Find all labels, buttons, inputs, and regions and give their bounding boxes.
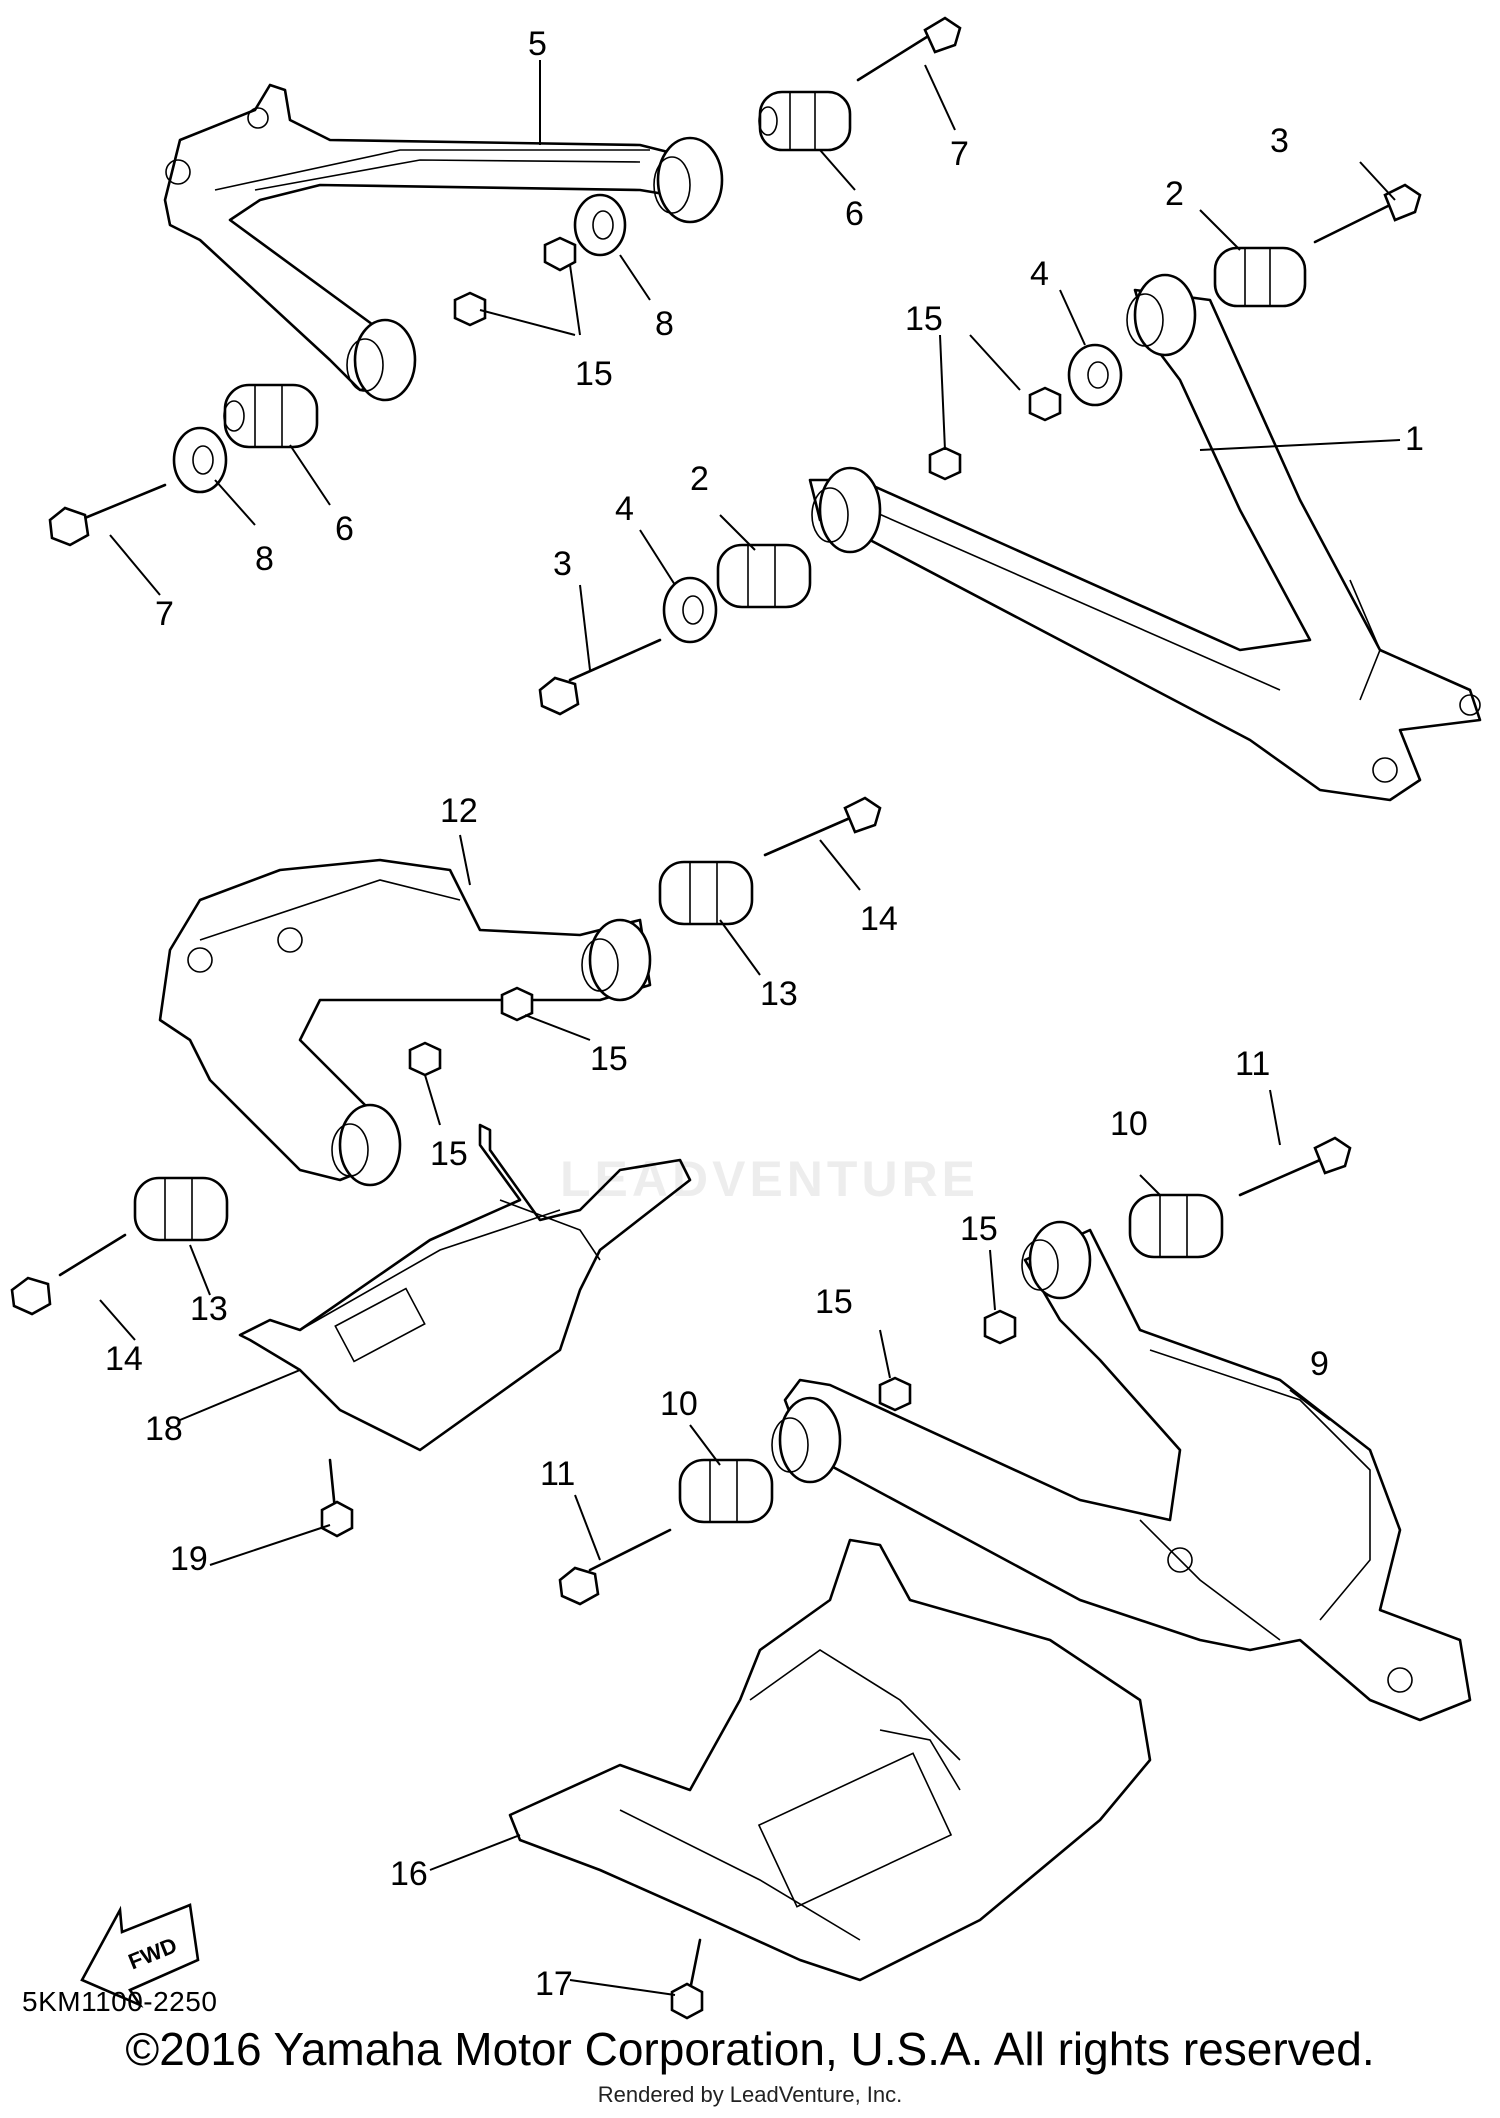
copyright-notice: ©2016 Yamaha Motor Corporation, U.S.A. A… [125, 2023, 1375, 2075]
a-arm-lower-right [771, 1220, 1472, 1722]
nut-15-h [878, 1376, 912, 1412]
watermark-logo: LEADVENTURE [560, 1151, 980, 1207]
callout-19: 19 [170, 1540, 208, 1578]
callout-2b: 2 [690, 460, 709, 498]
nut-15-a [543, 236, 577, 272]
fwd-arrow-icon: FWD [80, 1903, 200, 2008]
callout-15: 15 [575, 355, 613, 393]
bolt-14-upper [763, 796, 882, 857]
callout-12: 12 [440, 792, 478, 830]
callout-13: 13 [760, 975, 798, 1013]
callout-2: 2 [1165, 175, 1184, 213]
nut-15-e [500, 986, 534, 1022]
callout-17: 17 [535, 1965, 573, 2003]
bolt-3-left [538, 638, 662, 716]
callout-14b: 14 [105, 1340, 143, 1378]
nut-15-d [928, 446, 962, 481]
rendered-by: Rendered by LeadVenture, Inc. [597, 2082, 903, 2107]
a-arm-upper-left [163, 83, 724, 402]
bolt-3-right [1313, 183, 1422, 244]
washer-8-upper [573, 193, 627, 257]
callout-3b: 3 [553, 545, 572, 583]
callout-8b: 8 [255, 540, 274, 578]
a-arm-upper-right [808, 273, 1482, 802]
leader-lines [99, 60, 1401, 1996]
callout-18: 18 [145, 1410, 183, 1448]
callout-4: 4 [1030, 255, 1049, 293]
nut-15-b [453, 291, 487, 327]
callout-10: 10 [1110, 1105, 1148, 1143]
a-arm-lower-left [158, 858, 652, 1187]
bolt-17 [670, 1938, 704, 2020]
bushing-10-upper [1128, 1193, 1224, 1259]
bushing-2-right [1213, 246, 1307, 308]
bolt-14-lower [10, 1233, 127, 1316]
nut-15-f [408, 1041, 442, 1077]
callout-3: 3 [1270, 122, 1289, 160]
bolt-7-lower [48, 483, 167, 547]
bolt-19 [320, 1458, 354, 1538]
callout-labels: 5 7 6 8 15 6 8 7 3 2 4 15 1 2 4 3 12 14 … [105, 25, 1424, 2003]
skid-plate-16 [508, 1538, 1152, 1982]
bushing-2-left [716, 543, 812, 609]
bushing-6-upper [758, 90, 852, 152]
callout-14: 14 [860, 900, 898, 938]
washer-4-right [1067, 343, 1123, 407]
bolt-7-upper [856, 16, 962, 82]
bushing-13-upper [658, 860, 754, 926]
bolt-11-lower [558, 1528, 672, 1606]
washer-8-lower [172, 426, 228, 494]
nut-15-g [983, 1309, 1017, 1345]
callout-8: 8 [655, 305, 674, 343]
bolt-11-upper [1238, 1136, 1352, 1197]
callout-11b: 11 [540, 1455, 575, 1493]
callout-7b: 7 [155, 595, 174, 633]
callout-9: 9 [1310, 1345, 1329, 1383]
skid-plate-18 [238, 1123, 692, 1452]
callout-1: 1 [1405, 420, 1424, 458]
washer-4-left [662, 576, 718, 644]
callout-10b: 10 [660, 1385, 698, 1423]
callout-15d: 15 [430, 1135, 468, 1173]
callout-7: 7 [950, 135, 969, 173]
bushing-6-lower [223, 383, 319, 449]
callout-5: 5 [528, 25, 547, 63]
diagram-code: 5KM1100-2250 [22, 1986, 218, 2017]
callout-11: 11 [1235, 1045, 1270, 1083]
nut-15-c [1028, 386, 1062, 422]
callout-15c: 15 [590, 1040, 628, 1078]
callout-15e: 15 [960, 1210, 998, 1248]
bushing-13-lower [133, 1176, 229, 1242]
callout-13b: 13 [190, 1290, 228, 1328]
callout-15f: 15 [815, 1283, 853, 1321]
callout-16: 16 [390, 1855, 428, 1893]
callout-6b: 6 [335, 510, 354, 548]
bushing-10-lower [678, 1458, 774, 1524]
callout-15b: 15 [905, 300, 943, 338]
callout-4b: 4 [615, 490, 634, 528]
callout-6: 6 [845, 195, 864, 233]
